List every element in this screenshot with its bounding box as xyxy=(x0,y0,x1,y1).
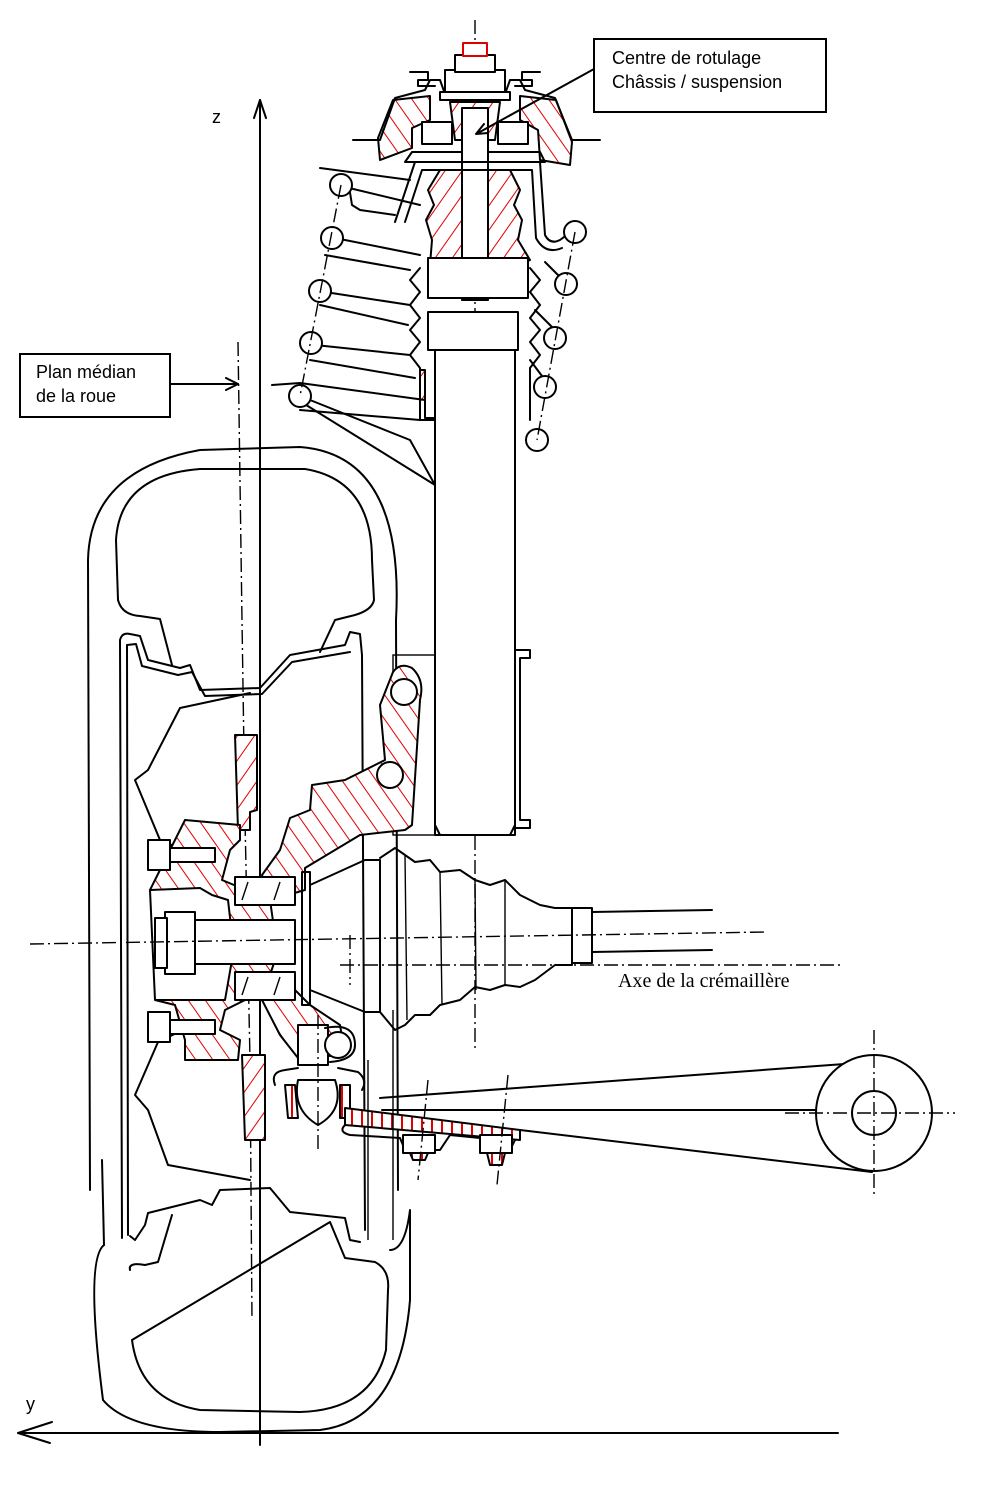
tire-outer-bottom xyxy=(93,1209,411,1433)
control-arm-bolt-axis-1 xyxy=(417,1079,429,1181)
z-axis-label: z xyxy=(212,107,221,127)
wheel-bolt-lower-head xyxy=(147,1011,171,1043)
y-axis-arrowhead xyxy=(17,1421,53,1444)
tire-outer-top xyxy=(87,446,399,1191)
ball-joint-ball xyxy=(296,1079,339,1126)
y-axis-label: y xyxy=(26,1394,35,1414)
ball-joint-boot xyxy=(272,1067,366,1091)
top-mount-lower-plate xyxy=(404,151,546,163)
bearing-right xyxy=(497,121,529,145)
spring-section xyxy=(299,331,323,355)
tire xyxy=(87,446,411,1433)
top-washer xyxy=(439,91,511,101)
tire-inner-bottom xyxy=(128,1214,390,1413)
bearing-ball-upper xyxy=(234,876,296,906)
lower-control-arm xyxy=(341,1010,955,1240)
control-arm-lower-edge xyxy=(519,1129,873,1173)
ball-joint-stud xyxy=(297,1024,329,1066)
control-arm-nut-2 xyxy=(479,1134,513,1154)
brake-disc-lower xyxy=(241,1054,266,1141)
bump-stop-right xyxy=(487,169,531,266)
dust-bellows-left xyxy=(409,267,421,421)
hub-nut xyxy=(164,911,196,975)
strut-tube xyxy=(434,349,516,836)
rack-axis-label: Axe de la crémaillère xyxy=(618,970,790,992)
callout-line-2: Châssis / suspension xyxy=(612,72,782,92)
strut-tube-bottom xyxy=(434,824,516,836)
callout-box xyxy=(19,353,171,418)
top-nut-upper xyxy=(454,54,496,73)
tire-inner-top-left xyxy=(117,599,173,666)
control-arm-section xyxy=(344,1107,521,1141)
coil-spring xyxy=(271,167,587,486)
control-arm-nut-1 xyxy=(402,1134,436,1154)
spring-coils xyxy=(299,186,566,421)
wheel-axis-line xyxy=(29,931,766,945)
drive-shaft xyxy=(29,847,840,1031)
spring-section xyxy=(320,226,344,250)
dome-housing-inner xyxy=(404,169,563,251)
spring-section xyxy=(288,384,312,408)
drive-shaft-upper-edge xyxy=(591,909,713,913)
dust-bellows-right xyxy=(529,267,541,421)
wheel-median-plane-line xyxy=(237,341,253,1321)
brake-disc-upper xyxy=(234,734,258,831)
spring-wire-sections xyxy=(288,173,587,452)
dust-boot-lower xyxy=(419,369,436,421)
bump-stop xyxy=(425,169,463,266)
z-axis-arrowhead xyxy=(253,99,267,119)
wheel-bolt-upper-shank xyxy=(169,847,216,863)
top-mount-bracket-left xyxy=(409,71,436,87)
top-mount-bracket-right xyxy=(514,71,541,87)
control-arm-nut-1-tip xyxy=(409,1152,429,1161)
cv-joint-housing xyxy=(301,859,381,1013)
hub-shaft xyxy=(194,919,296,965)
knuckle-lower-hole xyxy=(376,761,404,789)
callout-arrowhead xyxy=(225,377,239,391)
rim-bottom-flange xyxy=(129,1187,361,1243)
callout-wheel-median-plane: Plan médian de la roue xyxy=(19,353,239,418)
control-arm-upper-edge xyxy=(379,1061,873,1099)
callout-line-2: de la roue xyxy=(36,386,116,406)
callout-leader xyxy=(477,68,595,134)
spring-axis-right xyxy=(536,231,576,441)
callout-arrowhead xyxy=(475,123,489,135)
callout-line-1: Centre de rotulage xyxy=(612,48,761,68)
ball-joint-pin-hole xyxy=(324,1031,352,1059)
bearing-ball-lower xyxy=(234,971,296,1001)
wheel-bolt-upper-head xyxy=(147,839,171,871)
rim-top-inner xyxy=(126,643,351,1236)
wheel-hub xyxy=(147,819,296,1061)
spring-axis-left xyxy=(299,184,342,397)
tire-inner-top xyxy=(115,468,375,653)
hub-washer xyxy=(154,917,168,969)
top-mount-cup xyxy=(352,79,601,141)
drive-shaft-lower-edge xyxy=(591,949,713,953)
control-arm-nut-2-tip xyxy=(486,1152,506,1166)
axis-system: z y xyxy=(17,99,839,1446)
control-arm-bolt-axis-2 xyxy=(496,1074,509,1186)
spring-section xyxy=(533,375,557,399)
callout-pivot-center: Centre de rotulage Châssis / suspension xyxy=(475,38,827,135)
dome-housing xyxy=(394,161,581,243)
top-nut-lower xyxy=(444,69,506,93)
knuckle-upper-hole xyxy=(390,678,418,706)
wheel-bolt-lower-shank xyxy=(169,1019,216,1035)
rod-guide-top xyxy=(427,257,529,299)
callout-line-1: Plan médian xyxy=(36,362,136,382)
strut-cap xyxy=(427,311,519,351)
rim-top-flange xyxy=(119,631,366,1239)
top-stud xyxy=(462,42,488,57)
tire-sidewall-left xyxy=(101,1159,105,1246)
knuckle-body xyxy=(261,664,423,901)
callout-box xyxy=(593,38,827,113)
ball-joint-clamp xyxy=(324,1025,356,1063)
bearing-left xyxy=(421,121,453,145)
shock-absorber xyxy=(392,107,581,836)
spring-seat-bracket xyxy=(514,649,531,829)
